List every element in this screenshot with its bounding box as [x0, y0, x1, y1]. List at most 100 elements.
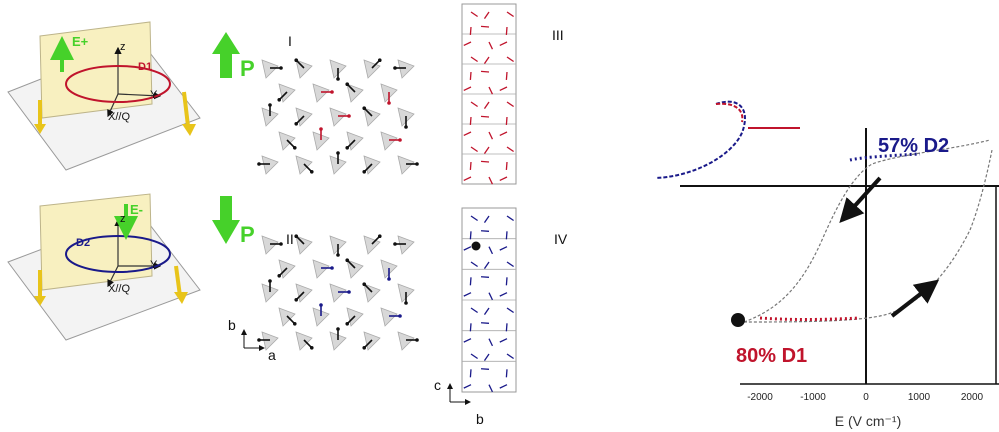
spin-arrow-head — [415, 338, 419, 342]
column-spin — [488, 246, 494, 255]
column-spin — [505, 161, 508, 171]
x-tick-0: 0 — [863, 392, 869, 403]
spin-arrow — [295, 235, 305, 245]
spin-arrow — [363, 107, 373, 117]
column-spin — [469, 231, 472, 240]
spin-arrow-head — [336, 253, 340, 257]
column-spin — [469, 323, 472, 332]
spin-plane-diagram-top: E+ D1 z Y X//Q — [7, 21, 201, 171]
y-axis-label-top: Y — [150, 89, 158, 101]
spin-arrow-head — [330, 90, 334, 94]
spin-arrow-head — [362, 169, 367, 174]
marker-dot — [471, 241, 481, 251]
column-spin — [483, 261, 490, 269]
spin-arrow-head — [294, 297, 299, 302]
column-spin — [469, 369, 472, 378]
column-spin — [488, 86, 494, 95]
column-spin — [470, 307, 478, 314]
column-spin — [505, 369, 508, 378]
spin-arrow — [346, 315, 356, 325]
column-spin — [480, 276, 490, 278]
spin-arrow-head — [268, 103, 272, 107]
axis-a-label: a — [268, 347, 276, 363]
column-spin — [463, 176, 472, 182]
spin-arrow-head — [257, 338, 261, 342]
spin-map-IV — [461, 207, 517, 393]
lattice-triangle — [329, 107, 347, 127]
spin-arrow — [303, 339, 313, 349]
lattice-triangle — [261, 155, 279, 175]
polarization-up-arrow: P — [212, 32, 255, 81]
spin-arrow-head — [319, 303, 323, 307]
column-spin — [480, 230, 490, 232]
d2-fraction-label: 57% D2 — [878, 135, 949, 157]
column-spin — [483, 11, 490, 19]
sweep-arrow-up — [890, 279, 940, 318]
spin-arrow-head — [257, 162, 261, 166]
spin-arrow-head — [404, 301, 408, 305]
x-tick-m1000: -1000 — [800, 392, 826, 403]
spin-arrow — [295, 59, 305, 69]
column-spin — [499, 131, 508, 137]
spin-arrow-head — [398, 314, 402, 318]
column-spin — [463, 86, 472, 92]
column-spin — [499, 176, 508, 182]
spin-arrow-head — [398, 138, 402, 142]
column-spin — [463, 338, 472, 343]
spin-arrow-head — [345, 321, 350, 326]
domain-label-bottom: D2 — [76, 237, 90, 249]
column-spin — [488, 384, 494, 393]
column-spin — [470, 11, 478, 18]
axes-cb: c b — [434, 377, 484, 427]
spin-plane-diagram-bottom: E- D2 z Y X//Q — [7, 193, 201, 341]
lattice-triangle — [312, 259, 330, 279]
spin-arrow — [363, 163, 373, 173]
spin-arrow-head — [336, 77, 340, 81]
spin-arrow — [346, 259, 356, 269]
column-spin — [506, 307, 514, 314]
spin-arrow — [346, 83, 356, 93]
column-spin — [483, 215, 490, 223]
map-label-IV: IV — [554, 231, 568, 247]
x-axis-label-bottom: X//Q — [108, 283, 130, 295]
spin-arrow-head — [279, 242, 283, 246]
spin-arrow-head — [268, 279, 272, 283]
column-spin — [499, 384, 508, 389]
map-label-III: III — [552, 27, 564, 43]
column-spin — [505, 116, 508, 126]
spin-arrow — [278, 91, 288, 101]
spin-arrow — [371, 235, 381, 245]
spin-arrow-head — [336, 151, 340, 155]
spin-arrow-head — [404, 125, 408, 129]
column-spin — [480, 368, 490, 370]
lattice-triangle — [397, 59, 415, 79]
z-axis-label-bottom: z — [120, 213, 126, 225]
column-spin — [470, 215, 478, 222]
column-spin — [499, 41, 508, 47]
spin-arrow-head — [345, 82, 350, 87]
spin-arrow — [278, 267, 288, 277]
spin-arrow-head — [387, 101, 391, 105]
polarization-label-down: P — [240, 222, 255, 247]
column-spin — [506, 146, 514, 153]
column-spin — [470, 56, 478, 63]
axis-b-label: b — [228, 317, 236, 333]
spin-arrow-head — [292, 145, 297, 150]
column-spin — [506, 11, 514, 18]
spin-map-I — [257, 58, 419, 175]
efield-label-top: E+ — [72, 34, 89, 49]
column-spin — [488, 41, 494, 50]
column-spin — [499, 292, 508, 297]
spin-arrow-head — [393, 242, 397, 246]
spin-arrow-head — [347, 290, 351, 294]
x-tick-m2000: -2000 — [747, 392, 773, 403]
spin-arrow — [295, 291, 305, 301]
sweep-arrow-down — [839, 176, 882, 223]
column-spin — [463, 384, 472, 389]
column-spin — [488, 131, 494, 140]
column-spin — [483, 101, 490, 109]
column-spin — [469, 26, 472, 36]
lattice-triangle — [397, 155, 415, 175]
column-spin — [470, 261, 478, 268]
